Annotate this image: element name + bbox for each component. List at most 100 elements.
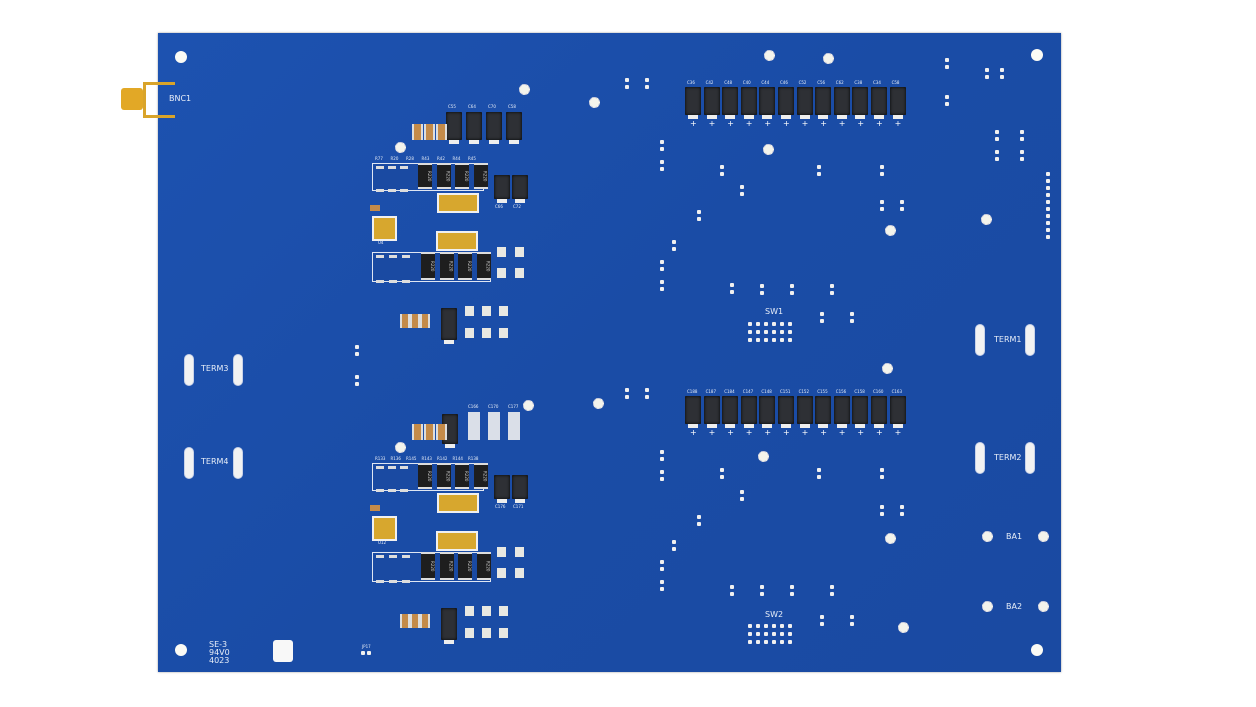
header-pin (1046, 193, 1050, 197)
electrolytic-capacitor (833, 87, 850, 119)
power-resistor: R220 (473, 163, 488, 189)
cap-label: C187 (705, 389, 717, 394)
smd-pad (817, 165, 821, 169)
capacitor-pad (499, 306, 508, 316)
smd-pad (880, 172, 884, 176)
smd-pad (820, 312, 824, 316)
switch-pad (780, 338, 784, 342)
smd-pad (880, 468, 884, 472)
resistor-pad (389, 555, 397, 583)
smd-pad (740, 192, 744, 196)
cap-label: C170 (488, 404, 499, 409)
ceramic-capacitor (412, 124, 423, 140)
ceramic-capacitor (410, 614, 420, 628)
capacitor-pad (497, 268, 506, 278)
ic-chip (372, 216, 397, 241)
term1-slot (1026, 325, 1034, 355)
ceramic-capacitor (400, 614, 410, 628)
smd-pad (817, 475, 821, 479)
smd-pad (660, 470, 664, 474)
switch-pad (756, 330, 760, 334)
ceramic-capacitor (370, 205, 380, 211)
cap-label: C46 (780, 80, 788, 85)
cap-label: C72 (513, 204, 521, 209)
power-resistor: R220 (421, 552, 435, 580)
smd-pad (660, 567, 664, 571)
capacitor-pad (508, 412, 520, 440)
smd-pad (1020, 137, 1024, 141)
smd-pad (660, 587, 664, 591)
polarity-plus-mark: + (727, 428, 734, 437)
ceramic-capacitor (412, 424, 423, 440)
switch-pad (748, 338, 752, 342)
header-pin (1046, 186, 1050, 190)
smd-pad (1000, 75, 1004, 79)
test-point (519, 84, 530, 95)
smd-pad (660, 580, 664, 584)
electrolytic-capacitor (796, 87, 813, 119)
smd-pad (660, 160, 664, 164)
jp17-pad (361, 651, 365, 655)
test-point (758, 451, 769, 462)
smd-pad (730, 592, 734, 596)
smd-pad (1020, 130, 1024, 134)
capacitor-pad (499, 606, 508, 616)
resistor-label: R45 (468, 156, 476, 161)
smd-pad (625, 395, 629, 399)
smd-pad (790, 592, 794, 596)
resistor-label: R77 (375, 156, 383, 161)
electrolytic-capacitor (759, 87, 776, 119)
polarity-plus-mark: + (783, 119, 790, 128)
resistor-label: R44 (452, 156, 461, 161)
test-point (885, 533, 896, 544)
term4-slot (185, 448, 193, 478)
capacitor-pad (465, 306, 474, 316)
cap-label: C151 (780, 389, 791, 394)
resistor-label: R144 (452, 456, 463, 461)
electrolytic-capacitor (466, 112, 482, 144)
capacitor-pad (497, 547, 506, 557)
cap-label: C40 (742, 80, 751, 85)
smd-pad (660, 280, 664, 284)
switch-pad (748, 330, 752, 334)
switch-pad (772, 338, 776, 342)
power-resistor: R220 (458, 252, 472, 280)
switch-pad (772, 330, 776, 334)
smd-pad (850, 312, 854, 316)
bnc-label: BNC1 (169, 94, 192, 103)
header-pin (1046, 235, 1050, 239)
marking-line: 94V0 (209, 648, 230, 657)
switch-pad (780, 632, 784, 636)
capacitor-pad (465, 628, 474, 638)
test-point (593, 398, 604, 409)
cap-label: C48 (724, 80, 733, 85)
electrolytic-capacitor (486, 112, 502, 144)
pcb-board (158, 33, 1061, 672)
capacitor-pad (488, 412, 500, 440)
polarity-plus-mark: + (820, 119, 827, 128)
smd-pad (645, 395, 649, 399)
smd-pad (985, 75, 989, 79)
electrolytic-capacitor (494, 475, 510, 503)
smd-pad (880, 207, 884, 211)
jp17-pad (367, 651, 371, 655)
cap-label: C36 (687, 80, 695, 85)
electrolytic-capacitor (815, 396, 832, 428)
electrolytic-capacitor (703, 87, 720, 119)
polarity-plus-mark: + (745, 428, 753, 437)
power-resistor: R220 (473, 463, 488, 489)
resistor-pad (388, 466, 396, 492)
electrolytic-capacitor (685, 87, 701, 119)
resistor-pad (376, 555, 384, 583)
ceramic-capacitor (420, 314, 430, 328)
polarity-plus-mark: + (690, 119, 697, 128)
resistor-label: R142 (437, 456, 448, 461)
switch-pad (748, 632, 752, 636)
smd-pad (355, 382, 359, 386)
smd-pad (660, 260, 664, 264)
power-resistor: R220 (436, 463, 451, 489)
electrolytic-capacitor (871, 396, 887, 428)
capacitor-pad (515, 268, 524, 278)
switch-pad (756, 632, 760, 636)
power-resistor: R220 (476, 552, 491, 580)
